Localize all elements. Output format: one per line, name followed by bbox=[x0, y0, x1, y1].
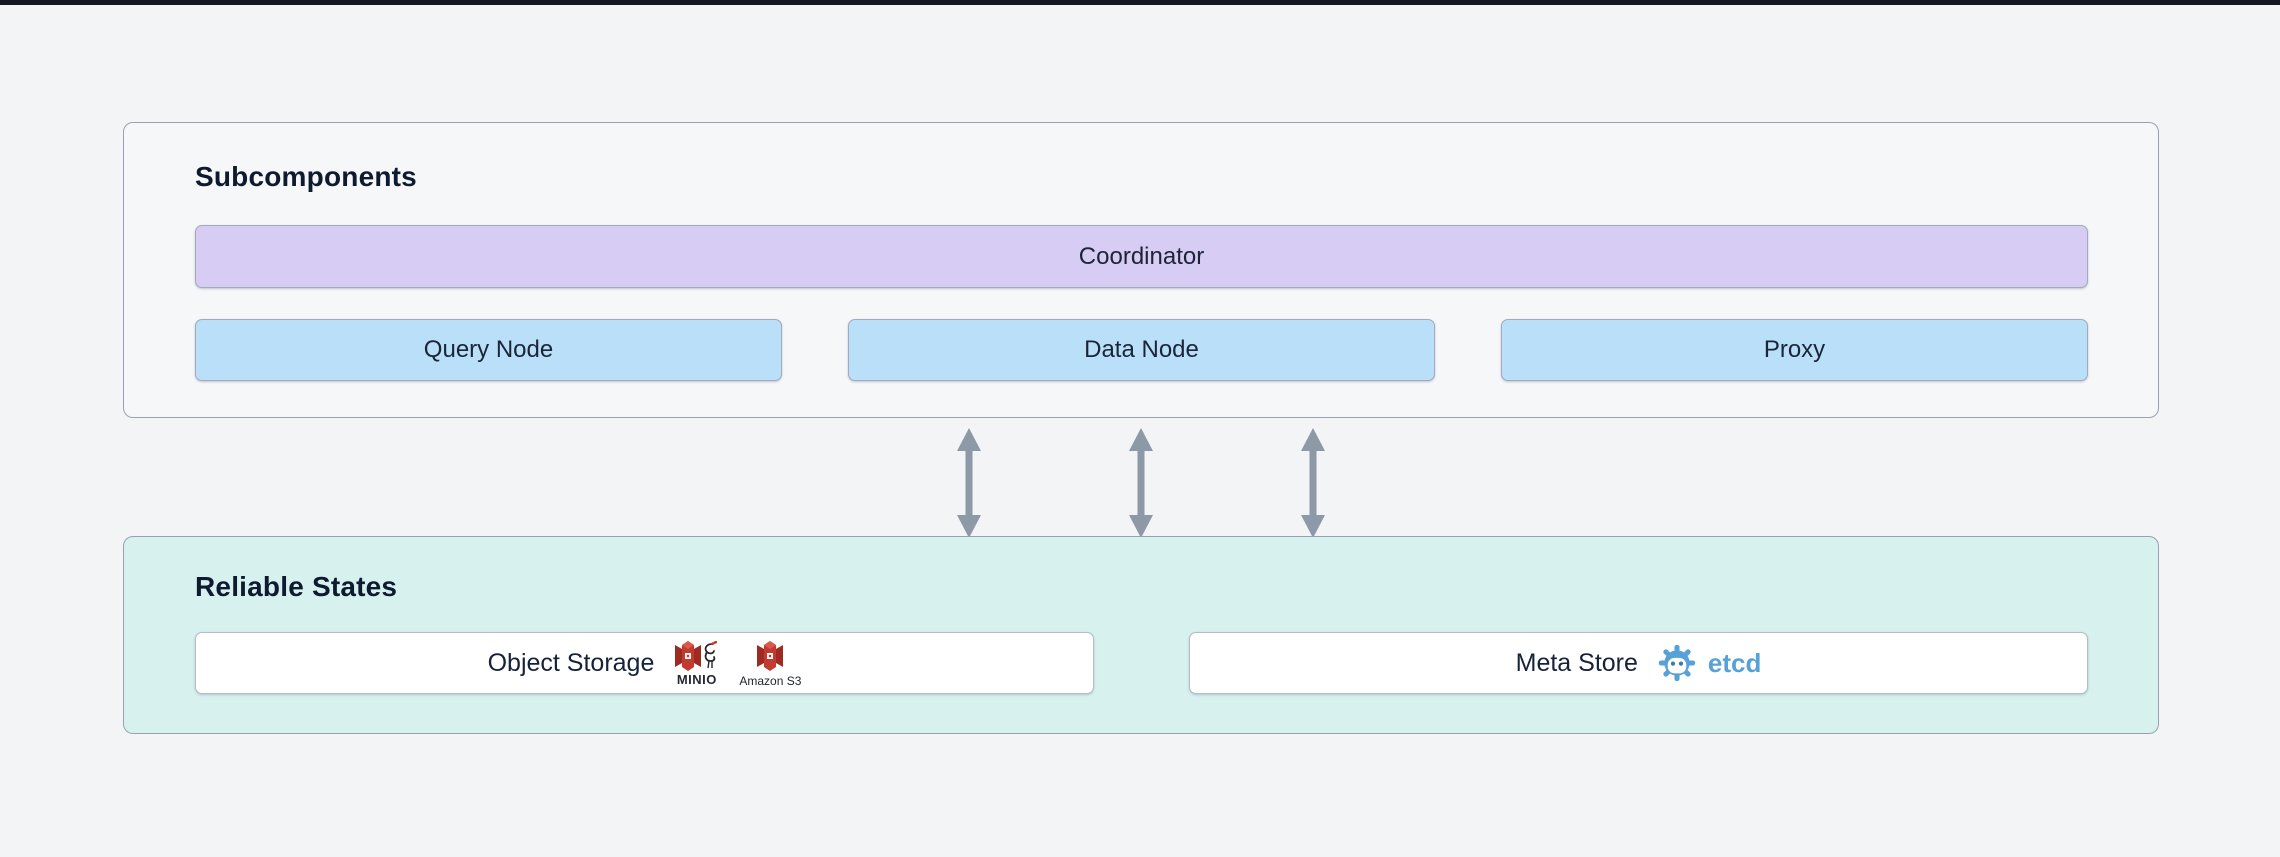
box-data-node: Data Node bbox=[848, 319, 1435, 381]
subcomponents-panel: Subcomponents Coordinator Query Node Dat… bbox=[123, 122, 2159, 418]
etcd-gear-icon bbox=[1658, 644, 1696, 682]
meta-store-label: Meta Store bbox=[1515, 648, 1638, 677]
proxy-label: Proxy bbox=[1763, 336, 1826, 363]
minio-bucket-icon bbox=[675, 641, 702, 671]
sync-arrow-icon bbox=[956, 428, 982, 538]
reliable-states-title: Reliable States bbox=[195, 571, 398, 602]
subcomponents-title: Subcomponents bbox=[195, 161, 417, 192]
box-query-node: Query Node bbox=[195, 319, 782, 381]
sync-arrow-icon bbox=[1128, 428, 1154, 538]
minio-logo-art bbox=[674, 640, 719, 672]
object-storage-box: Object Storage bbox=[195, 632, 1094, 694]
coordinator-label: Coordinator bbox=[1078, 242, 1205, 270]
amazon-s3-logo-art bbox=[756, 640, 784, 672]
meta-store-box: Meta Store bbox=[1189, 632, 2088, 694]
amazon-s3-logo: Amazon S3 bbox=[739, 640, 801, 687]
query-node-label: Query Node bbox=[423, 336, 554, 363]
reliable-states-panel: Reliable States Object Storage bbox=[123, 536, 2159, 734]
amazon-s3-bucket-icon bbox=[757, 640, 784, 671]
data-node-label: Data Node bbox=[1084, 336, 1199, 363]
box-proxy: Proxy bbox=[1501, 319, 2088, 381]
minio-bird-icon bbox=[705, 641, 718, 669]
etcd-caption: etcd bbox=[1707, 647, 1762, 678]
sync-arrow-icon bbox=[1300, 428, 1326, 538]
etcd-logo: etcd bbox=[1658, 644, 1761, 682]
amazon-s3-caption: Amazon S3 bbox=[739, 673, 802, 688]
minio-logo: MINIO bbox=[674, 640, 719, 686]
minio-caption: MINIO bbox=[676, 672, 717, 687]
window-top-border bbox=[0, 0, 2280, 5]
coordinator-bar: Coordinator bbox=[195, 225, 2088, 288]
object-storage-label: Object Storage bbox=[487, 648, 655, 677]
